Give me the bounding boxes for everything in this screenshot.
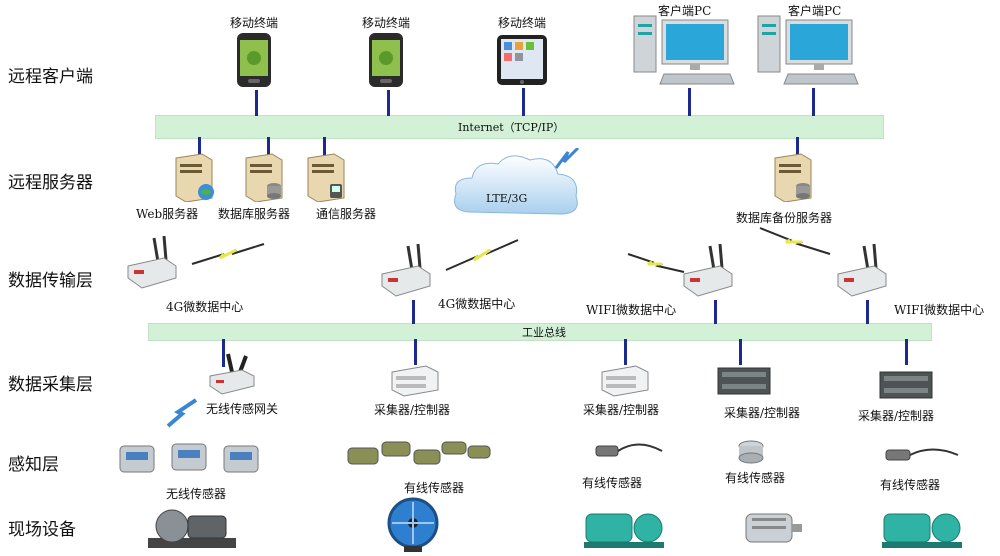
label-node-1: 4G微数据中心 — [166, 300, 244, 314]
label-node-3: WIFI微数据中心 — [586, 303, 677, 317]
wireless-link-icon — [626, 252, 686, 274]
link-pc-2 — [812, 88, 815, 116]
internet-bus-label: Internet（TCP/IP） — [458, 121, 565, 134]
label-backup-server: 数据库备份服务器 — [736, 211, 833, 225]
label-wired-sensor-2: 有线传感器 — [582, 476, 643, 490]
label-mobile-3: 移动终端 — [498, 16, 547, 30]
industrial-bus — [148, 323, 932, 341]
label-wireless-sensor: 无线传感器 — [166, 487, 227, 501]
wireless-signal-icon — [166, 398, 200, 428]
label-mobile-1: 移动终端 — [230, 16, 279, 30]
web-server-icon — [172, 152, 216, 202]
motor-pump-icon — [582, 506, 668, 550]
layer-label-remote-server: 远程服务器 — [8, 173, 93, 193]
comm-server-icon — [304, 152, 348, 202]
link-mobile-1 — [255, 90, 258, 116]
label-comm-server: 通信服务器 — [316, 207, 377, 221]
router-icon — [124, 236, 180, 292]
label-collector-4: 采集器/控制器 — [858, 409, 935, 423]
layer-label-data-transfer: 数据传输层 — [8, 271, 93, 291]
link-collector-3 — [739, 339, 742, 365]
link-web-server — [198, 137, 201, 155]
link-node-4 — [866, 300, 869, 324]
wireless-link-icon — [758, 226, 832, 256]
label-collector-2: 采集器/控制器 — [583, 403, 660, 417]
label-wired-sensor-3: 有线传感器 — [725, 471, 786, 485]
motor-icon — [740, 508, 804, 548]
label-mobile-2: 移动终端 — [362, 16, 411, 30]
smartphone-icon — [368, 32, 404, 88]
wireless-gateway-icon — [206, 352, 258, 396]
link-comm-server — [323, 137, 326, 155]
collector-icon — [390, 364, 440, 398]
industrial-bus-label: 工业总线 — [522, 326, 566, 339]
wired-sensor-group-icon — [344, 432, 494, 476]
link-pc-1 — [688, 88, 691, 116]
plc-icon — [716, 364, 772, 396]
link-node-2 — [412, 300, 415, 324]
link-collector-4 — [905, 339, 908, 365]
router-icon — [378, 244, 434, 300]
label-collector-3: 采集器/控制器 — [724, 406, 801, 420]
tablet-icon — [496, 34, 548, 86]
smartphone-icon — [236, 32, 272, 88]
desktop-pc-icon — [756, 14, 860, 86]
fan-icon — [384, 496, 442, 554]
link-mobile-2 — [387, 90, 390, 116]
label-wired-sensor-4: 有线传感器 — [880, 478, 941, 492]
internet-bus — [155, 115, 884, 139]
wired-sensor-icon — [884, 444, 960, 466]
desktop-pc-icon — [632, 14, 736, 86]
layer-label-data-acquisition: 数据采集层 — [8, 375, 93, 395]
link-backup-server — [796, 137, 799, 155]
pump-unit-icon — [146, 502, 238, 552]
wireless-link-icon — [444, 238, 520, 272]
wired-sensor-icon — [594, 440, 664, 462]
link-db-server — [267, 137, 270, 155]
database-server-icon — [242, 152, 286, 202]
label-pc-2: 客户端PC — [788, 4, 842, 18]
link-gateway — [222, 339, 225, 367]
wireless-sensor-icon — [118, 436, 264, 476]
label-gateway: 无线传感网关 — [206, 402, 279, 416]
link-mobile-3 — [522, 88, 525, 116]
wireless-link-icon — [190, 242, 266, 266]
label-node-4: WIFI微数据中心 — [894, 303, 985, 317]
label-pc-1: 客户端PC — [658, 4, 712, 18]
layer-label-field-devices: 现场设备 — [8, 520, 76, 540]
layer-label-remote-client: 远程客户端 — [8, 67, 93, 87]
backup-server-icon — [771, 152, 815, 202]
label-database-server: 数据库服务器 — [218, 207, 291, 221]
motor-pump-icon — [880, 506, 966, 550]
link-node-3 — [714, 300, 717, 324]
label-collector-1: 采集器/控制器 — [374, 403, 451, 417]
label-web-server: Web服务器 — [136, 207, 199, 221]
label-node-2: 4G微数据中心 — [438, 297, 516, 311]
cloud-label: LTE/3G — [486, 192, 528, 205]
link-collector-1 — [414, 339, 417, 365]
cloud-icon — [448, 148, 588, 228]
layer-label-perception: 感知层 — [8, 455, 59, 475]
router-icon — [680, 244, 736, 300]
load-cell-icon — [736, 436, 766, 466]
link-collector-2 — [624, 339, 627, 365]
label-wired-sensor-1: 有线传感器 — [404, 481, 465, 495]
plc-icon — [878, 368, 934, 400]
collector-icon — [600, 364, 650, 398]
router-icon — [834, 244, 890, 300]
